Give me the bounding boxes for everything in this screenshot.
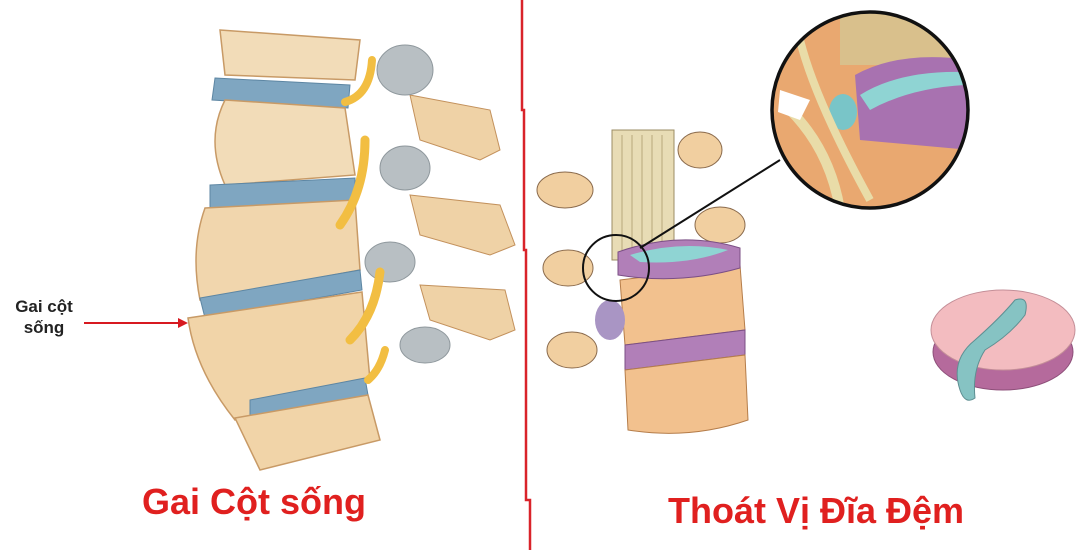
callout-label-line1: Gai cột [15,297,73,316]
spine-bone-spurs-illustration [187,29,516,471]
caption-bone-spurs: Gai Cột sống [142,481,366,522]
herniated-disc-crosssection-illustration [930,289,1076,401]
callout-label: Gai cột sống [6,296,82,338]
herniated-disc-spine-illustration [536,129,781,434]
callout-label-line2: sống [23,318,65,337]
magnified-herniation-illustration [770,10,970,210]
panel-divider [520,0,532,550]
left-panel-bone-spurs: Gai cột sống Gai Cột sống [0,0,525,550]
caption-herniated-disc: Thoát Vị Đĩa Đệm [668,490,965,531]
right-panel-herniated-disc: Thoát Vị Đĩa Đệm [528,0,1085,550]
callout-arrow [84,318,188,328]
